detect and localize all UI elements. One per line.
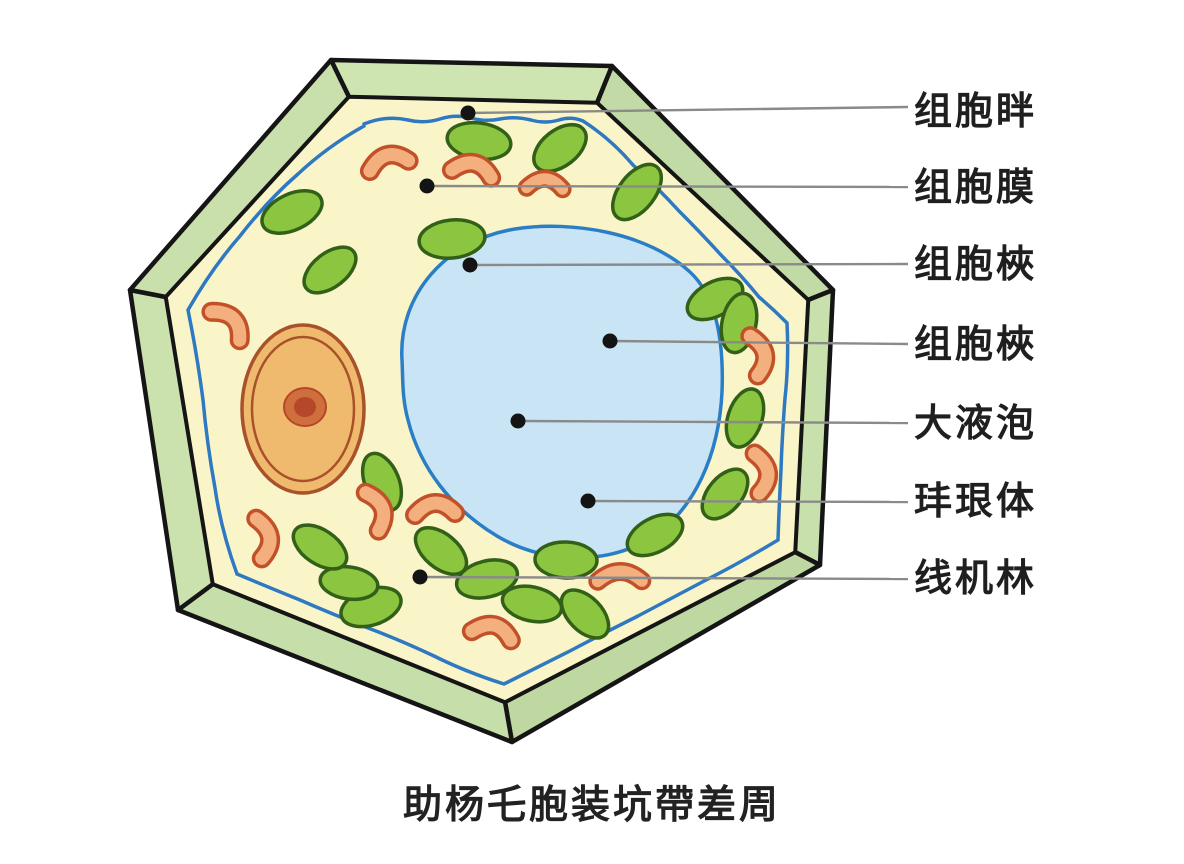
cell-membrane xyxy=(186,114,790,686)
chloroplast xyxy=(532,122,588,174)
mitochondrion xyxy=(201,301,250,351)
label-large-vacuole: 大液泡 xyxy=(914,403,1038,445)
chloroplast xyxy=(500,584,564,624)
mitochondrion xyxy=(461,614,521,651)
chloroplast xyxy=(302,245,358,295)
leader-line xyxy=(517,419,909,425)
mitochondrion xyxy=(355,482,394,541)
pointer-dot xyxy=(602,333,618,349)
pointer-dot xyxy=(419,178,435,194)
nucleus xyxy=(240,323,366,495)
chloroplast xyxy=(533,540,599,580)
label-nucleus-2: 组胞梜 xyxy=(914,324,1038,366)
nucleolus-core xyxy=(294,397,316,417)
label-chloroplast: 玤珢体 xyxy=(914,481,1038,523)
leader-line xyxy=(587,499,909,504)
chloroplast xyxy=(454,558,520,600)
chloroplast xyxy=(291,523,349,571)
label-cell-membrane: 组胞膜 xyxy=(914,167,1038,209)
pointer-dot xyxy=(412,569,428,585)
label-cell-wall: 组胞眫 xyxy=(914,91,1038,133)
mitochondrion xyxy=(744,443,778,504)
pointer-dot xyxy=(462,257,478,273)
chloroplast xyxy=(260,189,324,235)
cell-wall xyxy=(127,57,836,745)
mitochondrion xyxy=(441,152,502,188)
label-mitochondrion: 线机林 xyxy=(914,558,1038,600)
nucleus-inner-ring xyxy=(250,335,356,483)
mitochondrion xyxy=(246,508,280,569)
mitochondrion xyxy=(740,326,776,386)
chloroplast xyxy=(700,467,750,521)
chloroplasts xyxy=(260,120,766,640)
diagram-caption: 助杨乇胞装坑帶差周 xyxy=(402,784,781,827)
mitochondrion xyxy=(405,493,465,525)
chloroplast xyxy=(413,525,469,577)
leader-line xyxy=(467,105,909,115)
chloroplast xyxy=(610,162,664,222)
label-nucleus-1: 组胞梜 xyxy=(914,244,1038,286)
large-vacuole xyxy=(400,224,725,560)
pointer-dot xyxy=(580,493,596,509)
leader-line xyxy=(426,184,909,189)
mitochondria xyxy=(201,144,778,651)
chloroplast xyxy=(417,218,487,260)
leader-line xyxy=(609,339,909,346)
leader-line xyxy=(469,262,909,267)
chloroplast xyxy=(625,512,685,558)
leader-line xyxy=(419,575,909,581)
pointer-dot xyxy=(460,105,476,121)
chloroplast xyxy=(559,588,611,640)
mitochondrion xyxy=(359,144,419,182)
chloroplast xyxy=(318,564,380,602)
pointer-dot xyxy=(510,413,526,429)
pointer-dots xyxy=(412,105,618,585)
leader-lines xyxy=(419,105,909,581)
